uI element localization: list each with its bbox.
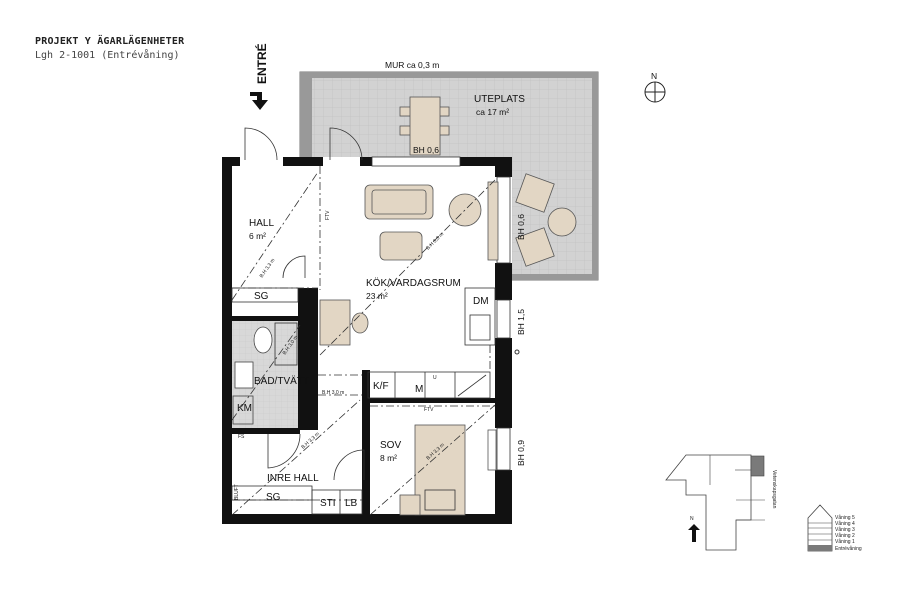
apartment-location <box>750 455 765 477</box>
label-m: M <box>415 384 423 395</box>
label-kf: K/F <box>373 381 389 392</box>
street-label: Vetenskapsgatan <box>771 470 777 509</box>
building-section: Våning 5 Våning 4 Våning 3 Våning 2 Våni… <box>807 504 862 552</box>
window-height-terrace: BH 0,6 <box>516 214 526 240</box>
key-north-label: N <box>690 516 694 522</box>
terrace-area: ca 17 m² <box>476 107 509 117</box>
doors[interactable] <box>244 127 365 481</box>
label-bluft: BLUFT <box>234 484 240 500</box>
apartment-subtitle: Lgh 2-1001 (Entrévåning) <box>35 50 180 61</box>
room-hall-area: 6 m² <box>249 231 266 241</box>
entrance-arrow-icon <box>250 92 268 110</box>
label-ftv-top: FTV <box>325 210 331 220</box>
room-kitchen-name: KÖK/VARDAGSRUM <box>366 277 461 289</box>
terrace-dining-set <box>399 96 450 156</box>
site-key-map: Vetenskapsgatan N <box>665 454 777 551</box>
storage-units <box>311 489 363 515</box>
label-fs: FS <box>238 434 245 440</box>
walls <box>222 157 512 524</box>
floor-label-current: Entrévåning <box>835 545 862 552</box>
room-kitchen-area: 23 m² <box>366 291 388 301</box>
label-sg-top: SG <box>254 291 269 302</box>
floor-label: Våning 5 <box>835 514 855 521</box>
label-km: KM <box>237 403 252 414</box>
room-bedroom-area: 8 m² <box>380 453 397 463</box>
floor-label: Våning 1 <box>835 538 855 545</box>
note-corridor: B.H 3,0 m <box>322 390 344 396</box>
label-lb: LB <box>345 498 358 509</box>
terrace-label: UTEPLATS <box>474 94 525 105</box>
project-title: PROJEKT Y ÄGARLÄGENHETER <box>35 36 185 47</box>
terrace-wall-note: MUR ca 0,3 m <box>385 60 439 70</box>
label-u: U <box>433 375 437 381</box>
room-bedroom-name: SOV <box>380 440 401 451</box>
key-north-arrow-icon <box>688 524 700 542</box>
floor-label: Våning 2 <box>835 532 855 539</box>
room-inner-hall-name: INRE HALL <box>267 473 319 484</box>
room-hall-name: HALL <box>249 218 274 229</box>
label-dm: DM <box>473 296 489 307</box>
entrance-marker: ENTRÉ <box>250 43 269 110</box>
label-ftv-bed: FTV <box>424 407 434 413</box>
floor-label: Våning 4 <box>835 520 855 527</box>
bed <box>399 424 497 516</box>
kitchen-counter <box>367 287 496 399</box>
ceiling-height-lines <box>231 166 496 516</box>
compass-icon: N <box>644 71 666 103</box>
window-height-kitchen: BH 1,5 <box>516 309 526 335</box>
floor-label: Våning 3 <box>835 526 855 533</box>
room-bath-name: BAD/TVÄTT <box>254 375 309 387</box>
bath-fixtures <box>232 322 298 425</box>
label-sti: STI <box>320 498 336 509</box>
north-label: N <box>651 71 657 81</box>
window-height-bedroom: BH 0,9 <box>516 440 526 466</box>
lounge-chairs <box>515 173 577 267</box>
label-sg-bottom: SG <box>266 492 281 503</box>
entrance-label: ENTRÉ <box>254 43 269 84</box>
window-height-top: BH 0,6 <box>413 145 439 155</box>
